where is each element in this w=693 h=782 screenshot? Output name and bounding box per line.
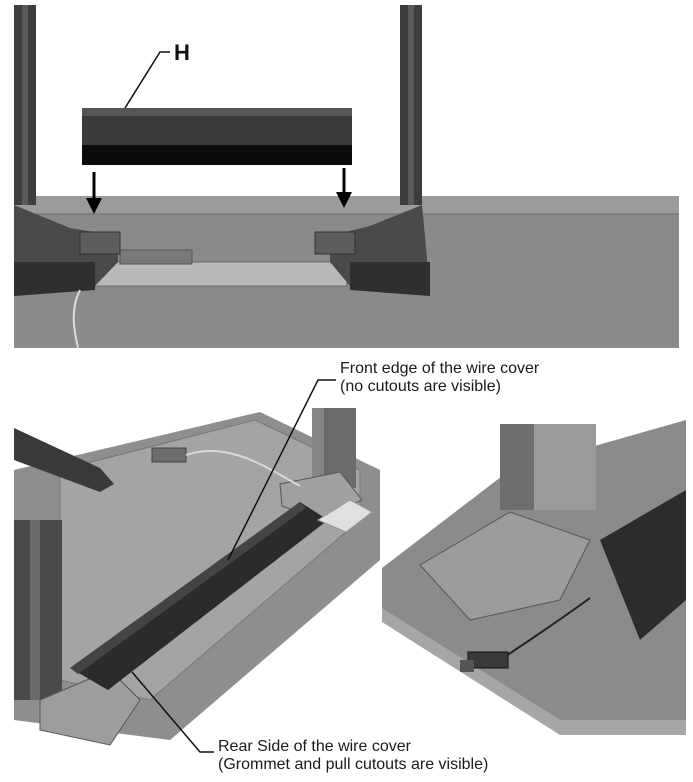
installed-wire-cover [70, 502, 328, 690]
front-edge-leader [227, 379, 336, 561]
top-illustration [14, 5, 679, 349]
right-leg [314, 5, 430, 296]
frame-rail [94, 261, 348, 287]
arrow-down-icon [336, 168, 352, 208]
front-edge-line-2: (no cutouts are visible) [340, 378, 501, 395]
front-edge-line-1: Front edge of the wire cover [340, 360, 540, 377]
rear-side-line-2: (Grommet and pull cutouts are visible) [218, 756, 489, 773]
part-leader-line [124, 51, 170, 109]
left-leg [14, 5, 121, 296]
rear-side-callout: Rear Side of the wire cover (Grommet and… [218, 738, 488, 774]
part-label-H: H [174, 40, 190, 65]
wire-cover-H [82, 108, 352, 165]
front-edge-callout: Front edge of the wire cover (no cutouts… [340, 360, 539, 396]
rear-side-line-1: Rear Side of the wire cover [218, 738, 411, 755]
rear-side-leader [131, 671, 214, 753]
arrow-down-icon [86, 172, 102, 214]
